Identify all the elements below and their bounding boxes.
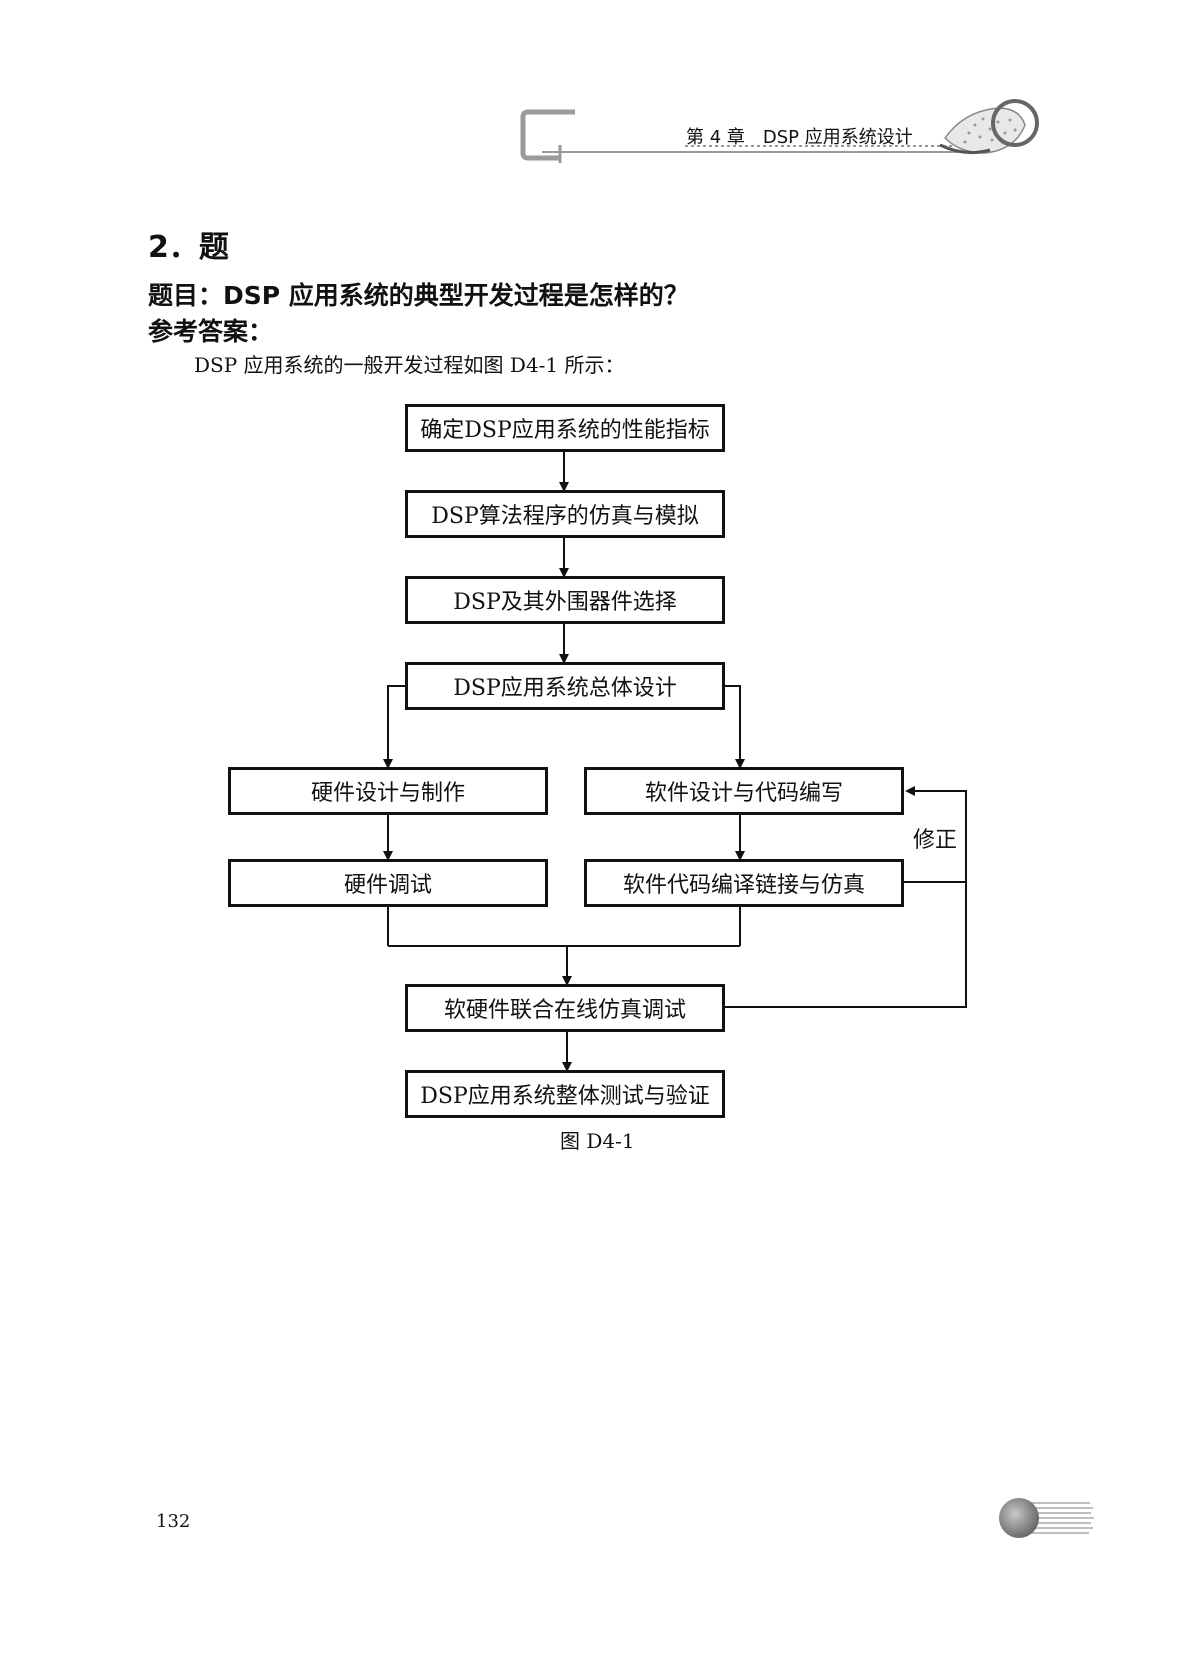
feedback-label: 修正 (913, 828, 958, 853)
step-define-performance: 确定DSP应用系统的性能指标 (405, 404, 725, 452)
section-heading: 2．题 (148, 230, 229, 265)
step-software-compile: 软件代码编译链接与仿真 (584, 859, 904, 907)
chapter-header-ornament (520, 99, 1039, 163)
page-number: 132 (156, 1511, 191, 1532)
step-system-test: DSP应用系统整体测试与验证 (405, 1070, 725, 1118)
step-algorithm-simulation: DSP算法程序的仿真与模拟 (405, 490, 725, 538)
step-overall-design: DSP应用系统总体设计 (405, 662, 725, 710)
chapter-title: 第 4 章 DSP 应用系统设计 (686, 127, 913, 148)
intro-paragraph: DSP 应用系统的一般开发过程如图 D4-1 所示： (194, 353, 625, 377)
step-cosimulation-debug: 软硬件联合在线仿真调试 (405, 984, 725, 1032)
arrow-s4-sw1 (723, 685, 745, 769)
step-hardware-debug: 硬件调试 (228, 859, 548, 907)
page-footer-ornament (999, 1498, 1094, 1538)
question-text: 题目：DSP 应用系统的典型开发过程是怎样的？ (148, 281, 689, 310)
step-hardware-design: 硬件设计与制作 (228, 767, 548, 815)
step-software-design: 软件设计与代码编写 (584, 767, 904, 815)
feedback-from-s5 (725, 786, 967, 1008)
arrow-s4-hw1 (383, 685, 405, 769)
step-device-selection: DSP及其外围器件选择 (405, 576, 725, 624)
answer-label: 参考答案： (148, 317, 274, 346)
figure-caption: 图 D4-1 (560, 1129, 635, 1153)
